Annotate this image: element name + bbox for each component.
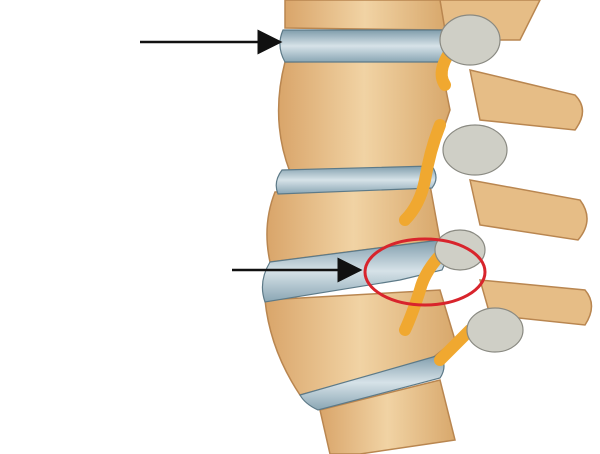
vertebra-5 — [319, 379, 456, 454]
dorsal-ganglia — [434, 14, 524, 353]
ellipse-highlight-icon — [363, 237, 487, 307]
vertebra-top — [284, 0, 446, 31]
disc-2 — [275, 165, 437, 195]
healthy-disc — [279, 29, 450, 63]
